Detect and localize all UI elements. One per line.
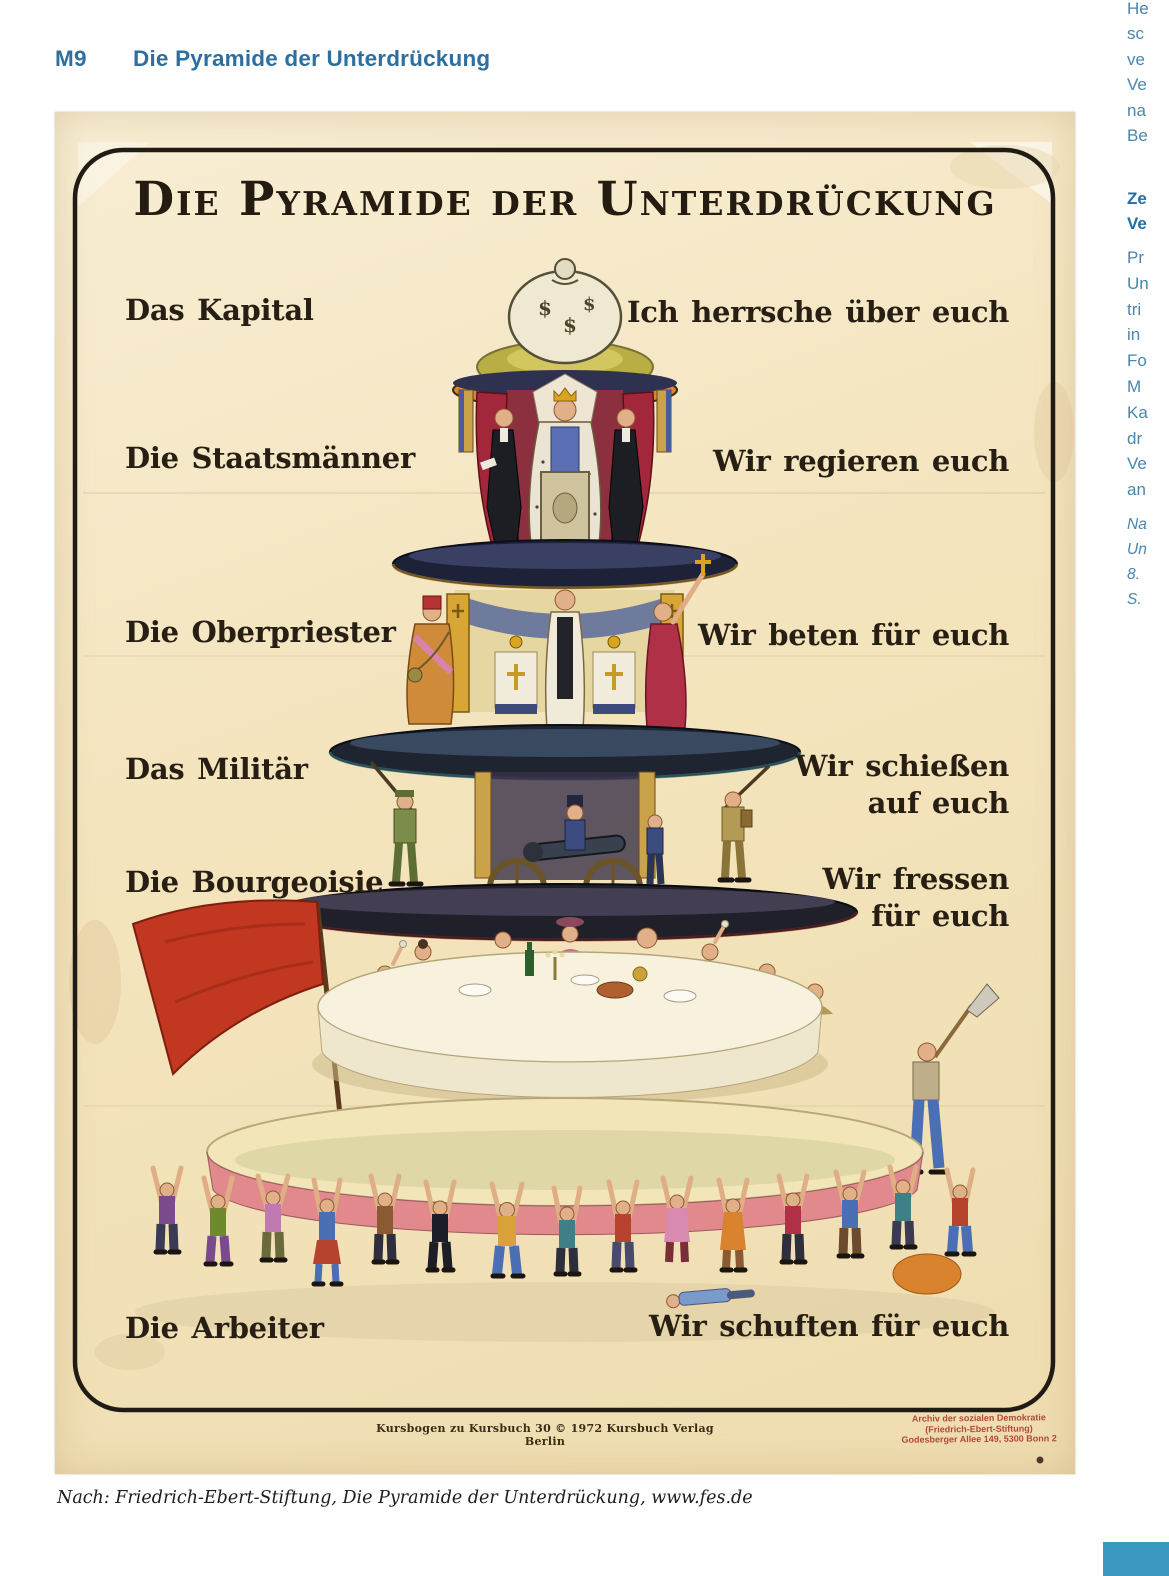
poster-imprint: Kursbogen zu Kursbuch 30 © 1972 Kursbuch… <box>376 1422 714 1448</box>
label-kapital: Das Kapital <box>125 293 314 327</box>
caption-bourgeoisie: Wir fressen für euch <box>822 862 1009 933</box>
poster-title: Die Pyramide der Unterdrückung <box>133 172 997 227</box>
banquet-table <box>317 942 823 1098</box>
archive-note: Archiv der sozialen Demokratie (Friedric… <box>901 1412 1057 1445</box>
shovel-man <box>904 983 1000 1175</box>
poster-frame-border <box>72 147 1056 1413</box>
label-militaer: Das Militär <box>125 752 308 786</box>
pyramid-illustration: $ $ $ <box>69 142 1074 1464</box>
statesmen-tier <box>391 370 739 590</box>
source-caption: Nach: Friedrich-Ebert-Stiftung, Die Pyra… <box>57 1488 753 1508</box>
workers-group <box>135 1164 995 1342</box>
page-header: M9 Die Pyramide der Unterdrückung <box>55 46 490 72</box>
orange-bundle <box>892 1253 962 1295</box>
fallen-figure <box>666 1288 755 1309</box>
caption-kapital: Ich herrsche über euch <box>627 295 1009 329</box>
label-bourgeoisie: Die Bourgeoisie <box>125 865 384 899</box>
svg-text:$: $ <box>538 296 552 320</box>
label-arbeiter: Die Arbeiter <box>125 1311 324 1345</box>
poster-image: $ $ $ <box>55 112 1075 1474</box>
priests-tier <box>328 554 802 781</box>
bourgeoisie-tier <box>131 899 1000 1175</box>
svg-text:$: $ <box>583 294 596 315</box>
label-staatsmaenner: Die Staatsmänner <box>125 441 415 475</box>
caption-staatsmaenner: Wir regieren euch <box>712 444 1009 478</box>
caption-militaer: Wir schießen auf euch <box>795 749 1009 820</box>
caption-arbeiter: Wir schuften für euch <box>648 1309 1009 1343</box>
page-title: Die Pyramide der Unterdrückung <box>133 46 491 71</box>
red-flag <box>131 899 344 1125</box>
material-number: M9 <box>55 46 87 71</box>
label-oberpriester: Die Oberpriester <box>125 615 396 649</box>
svg-text:$: $ <box>563 313 577 337</box>
corner-tab <box>1103 1542 1169 1576</box>
caption-oberpriester: Wir beten für euch <box>697 618 1009 652</box>
